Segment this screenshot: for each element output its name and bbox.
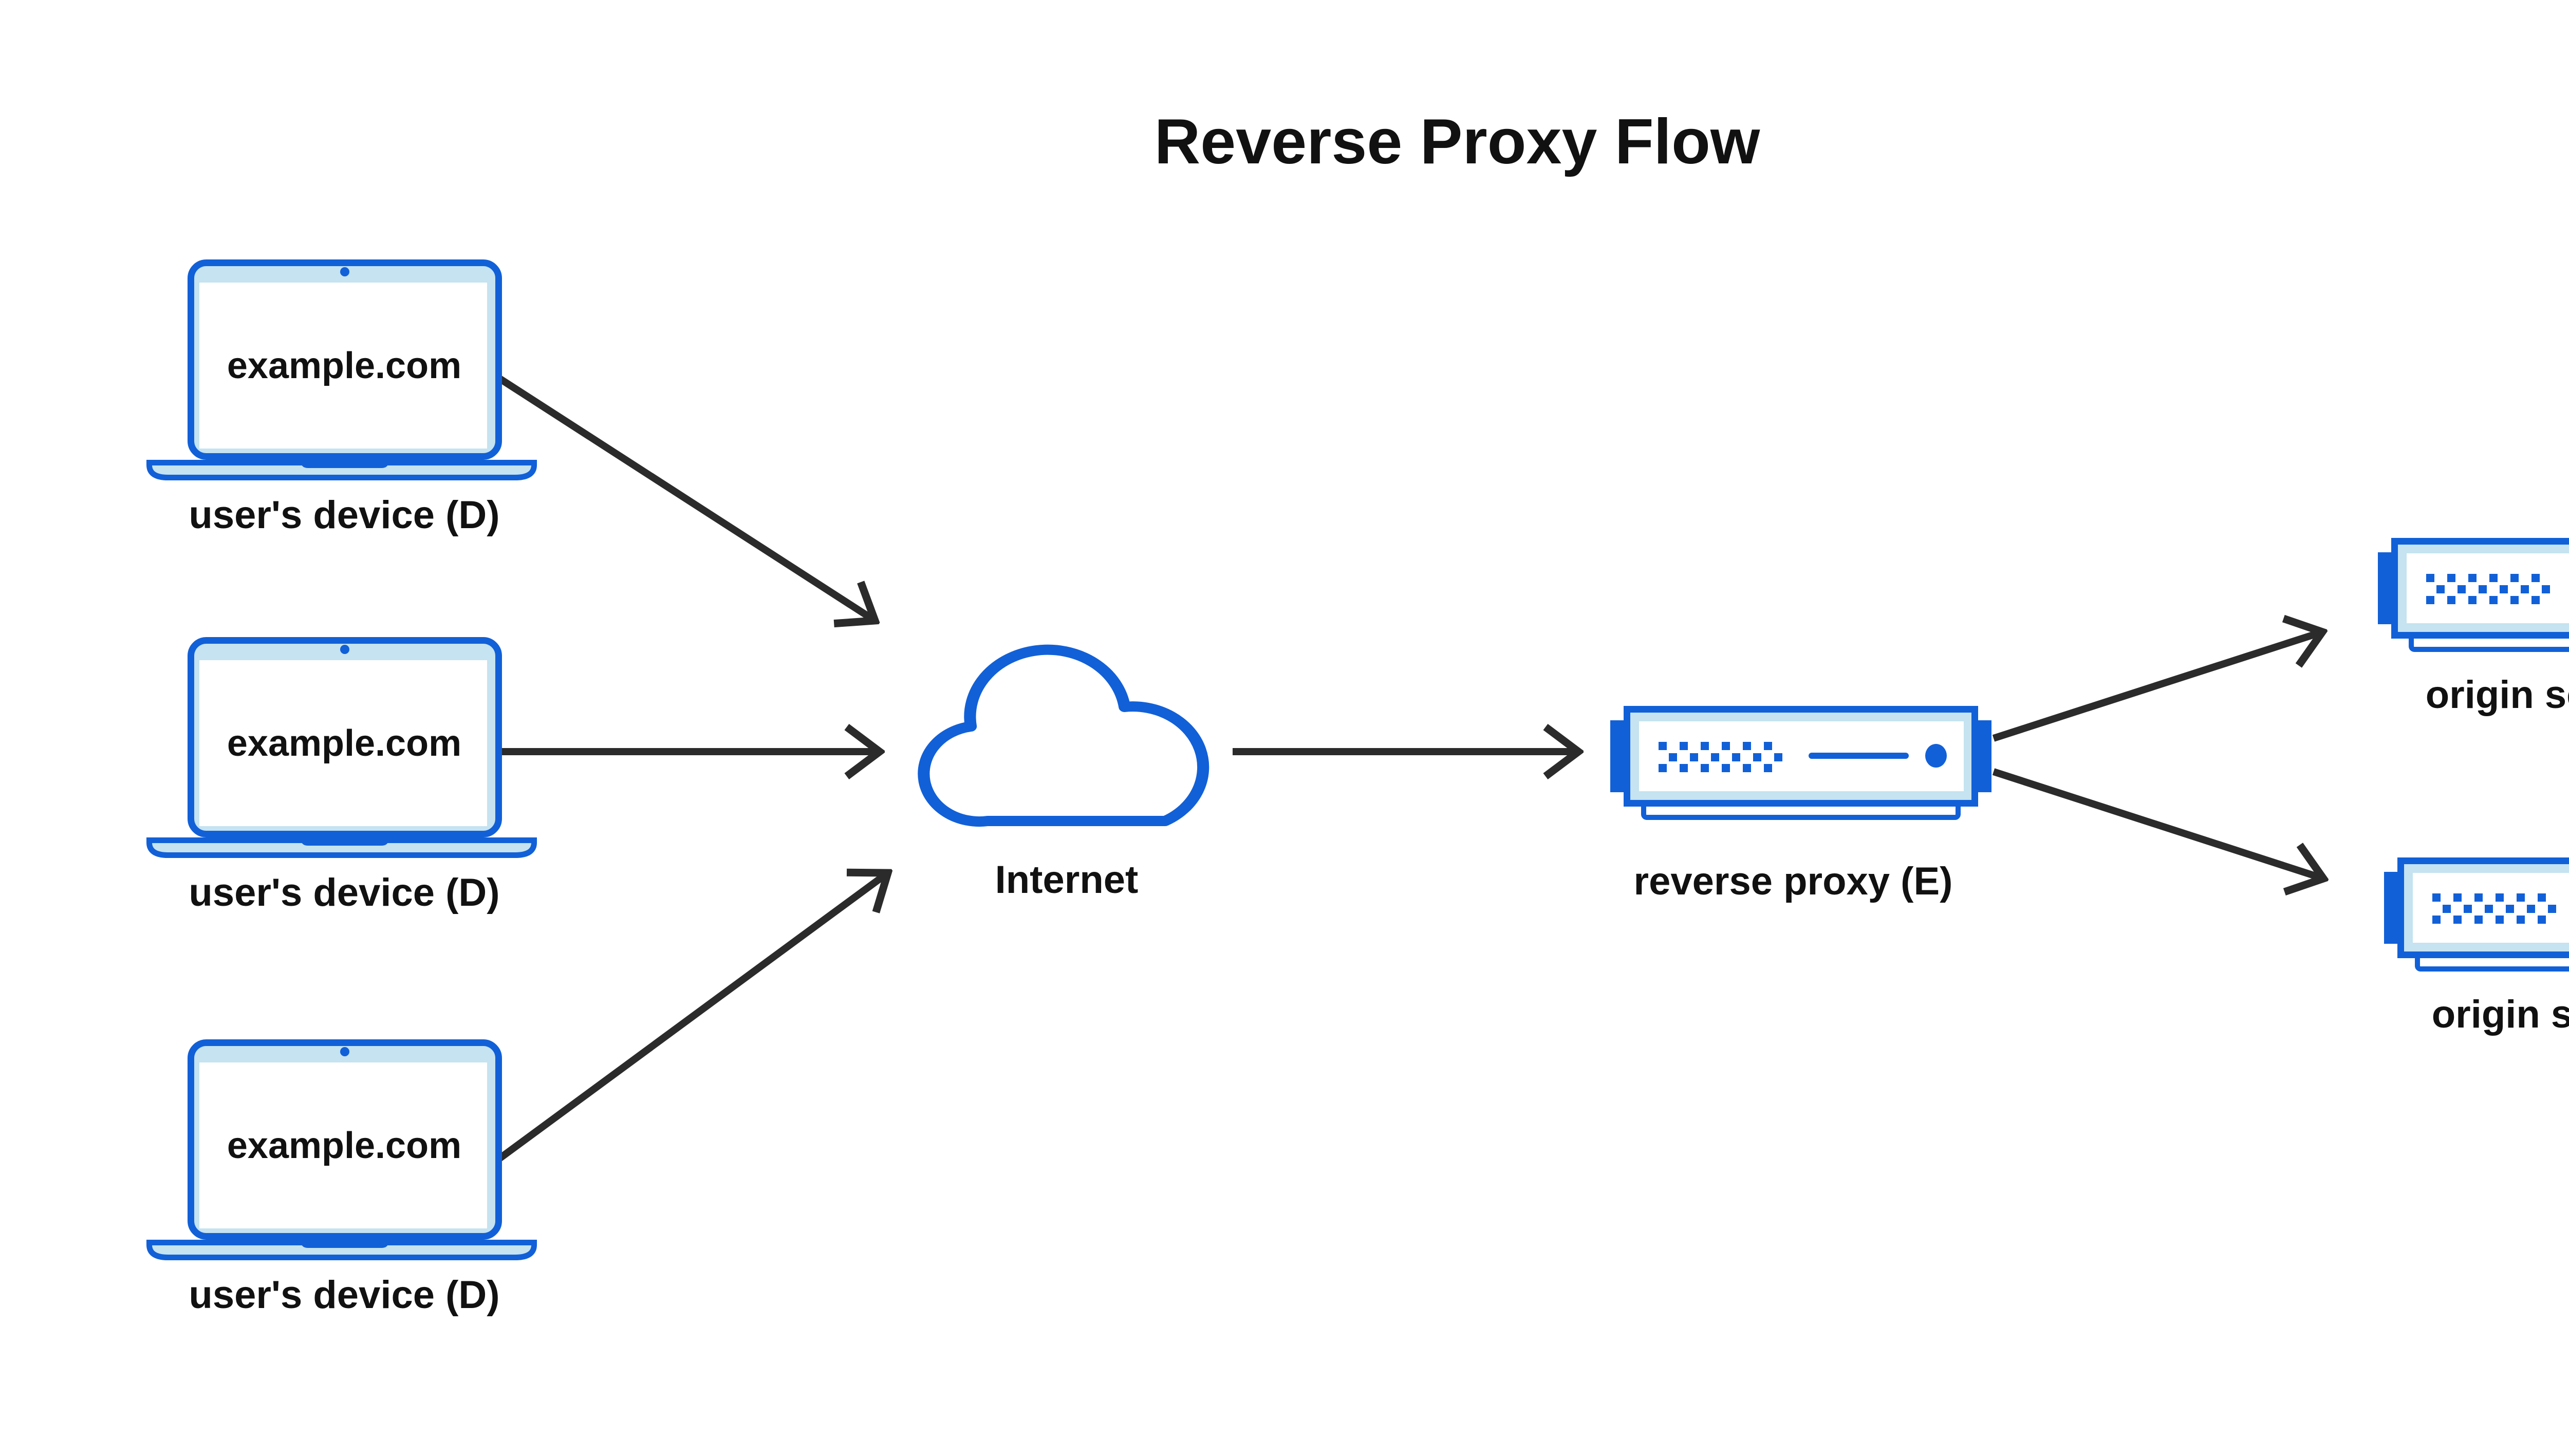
origin-server2-icon (2384, 861, 2569, 969)
diagram-title: Reverse Proxy Flow (1155, 106, 1760, 177)
reverse-proxy-server-icon (1610, 710, 1991, 818)
arrow-device1-to-internet (495, 374, 875, 621)
origin-server1-icon (2378, 542, 2569, 650)
internet-label: Internet (995, 858, 1139, 902)
device2-screen-text: example.com (227, 723, 461, 764)
arrow-reverse-proxy-to-origin2 (1992, 768, 2323, 879)
internet-cloud-icon (918, 644, 1209, 827)
arrow-device3-to-internet (495, 873, 888, 1163)
device3-label: user's device (D) (189, 1273, 499, 1317)
device1-screen-text: example.com (227, 345, 461, 386)
origin-server2-label: origin server (F) (2432, 993, 2569, 1036)
reverse-proxy-label: reverse proxy (E) (1634, 860, 1953, 903)
device1-label: user's device (D) (189, 493, 499, 537)
origin-server1-label: origin server (F) (2426, 673, 2569, 717)
flow-arrows (495, 374, 2323, 1163)
arrow-reverse-proxy-to-origin1 (1992, 632, 2322, 742)
device3-screen-text: example.com (227, 1125, 461, 1166)
device2-label: user's device (D) (189, 871, 499, 914)
